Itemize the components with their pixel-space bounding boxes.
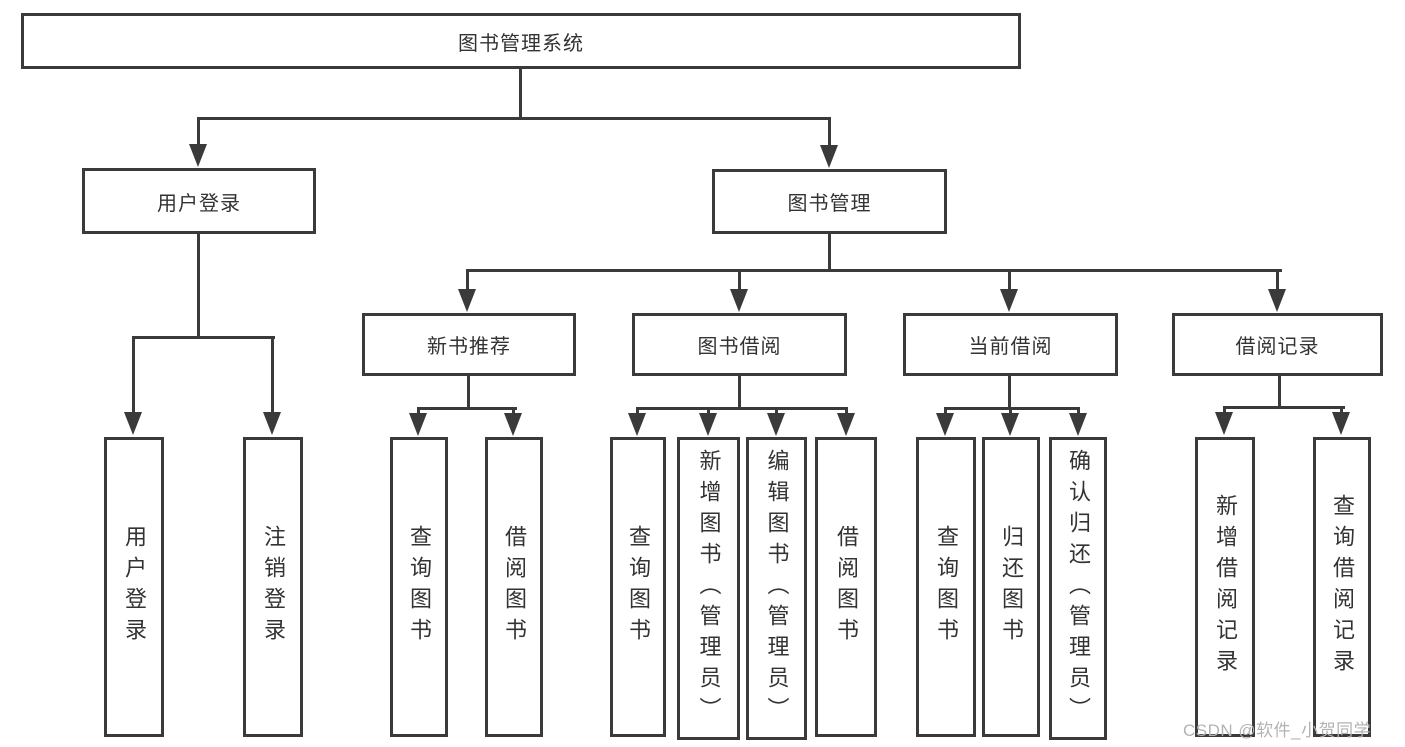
node-user-login: 用户登录 [82, 168, 316, 234]
down-arrowhead [189, 144, 207, 167]
down-arrowhead [820, 145, 838, 168]
leaf-user-login-label: 用户登录 [122, 525, 147, 649]
node-book-borrow: 图书借阅 [632, 313, 847, 376]
down-arrowhead [1268, 289, 1286, 312]
connector-line [1276, 269, 1279, 293]
leaf-borrow-edit: 编辑图书（管理员） [746, 437, 807, 740]
node-current-borrow-label: 当前借阅 [968, 336, 1053, 358]
connector-line [738, 376, 741, 410]
leaf-current-return-label: 归还图书 [999, 525, 1024, 649]
down-arrowhead [767, 413, 785, 436]
connector-line [636, 407, 848, 410]
leaf-borrow-borrow: 借阅图书 [815, 437, 877, 737]
leaf-newbooks-search-label: 查询图书 [407, 525, 432, 649]
leaf-current-search-label: 查询图书 [934, 525, 959, 649]
connector-line [197, 234, 200, 339]
leaf-borrow-borrow-label: 借阅图书 [834, 525, 859, 649]
down-arrowhead [936, 413, 954, 436]
leaf-borrow-edit-label: 编辑图书（管理员） [764, 449, 790, 728]
csdn-watermark: CSDN @软件_小贺同学 [1183, 721, 1372, 740]
connector-line [1223, 406, 1345, 409]
connector-line [132, 336, 135, 416]
connector-line [271, 336, 274, 416]
down-arrowhead [628, 413, 646, 436]
leaf-newbooks-borrow: 借阅图书 [485, 437, 543, 737]
leaf-borrow-search: 查询图书 [610, 437, 666, 737]
node-book-mgmt-label: 图书管理 [787, 193, 872, 215]
down-arrowhead [124, 412, 142, 435]
leaf-current-search: 查询图书 [916, 437, 976, 737]
leaf-borrow-search-label: 查询图书 [626, 525, 651, 649]
connector-line [417, 407, 517, 410]
connector-line [738, 269, 741, 293]
node-user-login-label: 用户登录 [157, 192, 241, 215]
connector-line [828, 117, 831, 149]
connector-line [467, 376, 470, 410]
leaf-current-confirm: 确认归还（管理员） [1049, 437, 1107, 740]
leaf-newbooks-borrow-label: 借阅图书 [502, 525, 527, 649]
leaf-current-confirm-label: 确认归还（管理员） [1066, 449, 1091, 728]
down-arrowhead [837, 413, 855, 436]
down-arrowhead [1001, 413, 1019, 436]
connector-line [1008, 269, 1011, 293]
leaf-records-search: 查询借阅记录 [1313, 437, 1371, 737]
node-borrow-records: 借阅记录 [1172, 313, 1383, 376]
node-book-mgmt: 图书管理 [712, 169, 947, 234]
down-arrowhead [504, 413, 522, 436]
leaf-logout-label: 注销登录 [261, 525, 286, 649]
leaf-records-add-label: 新增借阅记录 [1213, 494, 1238, 680]
node-root: 图书管理系统 [21, 13, 1021, 69]
leaf-user-login: 用户登录 [104, 437, 164, 737]
leaf-records-search-label: 查询借阅记录 [1330, 494, 1355, 680]
down-arrowhead [1215, 412, 1233, 435]
connector-line [1008, 376, 1011, 410]
node-new-books: 新书推荐 [362, 313, 576, 376]
connector-line [519, 69, 522, 120]
down-arrowhead [699, 413, 717, 436]
connector-line [828, 234, 831, 272]
connector-line [132, 336, 275, 339]
connector-line [1278, 376, 1281, 409]
down-arrowhead [1000, 289, 1018, 312]
connector-line [197, 117, 200, 149]
node-current-borrow: 当前借阅 [903, 313, 1118, 376]
node-root-label: 图书管理系统 [458, 32, 584, 55]
down-arrowhead [730, 289, 748, 312]
down-arrowhead [458, 289, 476, 312]
connector-line [466, 269, 1282, 272]
node-borrow-records-label: 借阅记录 [1235, 336, 1320, 358]
down-arrowhead [1069, 413, 1087, 436]
leaf-borrow-add: 新增图书（管理员） [677, 437, 740, 740]
node-new-books-label: 新书推荐 [427, 336, 511, 358]
down-arrowhead [263, 412, 281, 435]
leaf-records-add: 新增借阅记录 [1195, 437, 1255, 737]
leaf-current-return: 归还图书 [982, 437, 1040, 737]
leaf-newbooks-search: 查询图书 [390, 437, 448, 737]
connector-line [197, 117, 831, 120]
connector-line [944, 407, 1080, 410]
down-arrowhead [1332, 412, 1350, 435]
leaf-borrow-add-label: 新增图书（管理员） [696, 449, 722, 728]
node-book-borrow-label: 图书借阅 [697, 336, 782, 358]
down-arrowhead [409, 413, 427, 436]
leaf-logout: 注销登录 [243, 437, 303, 737]
connector-line [466, 269, 469, 293]
